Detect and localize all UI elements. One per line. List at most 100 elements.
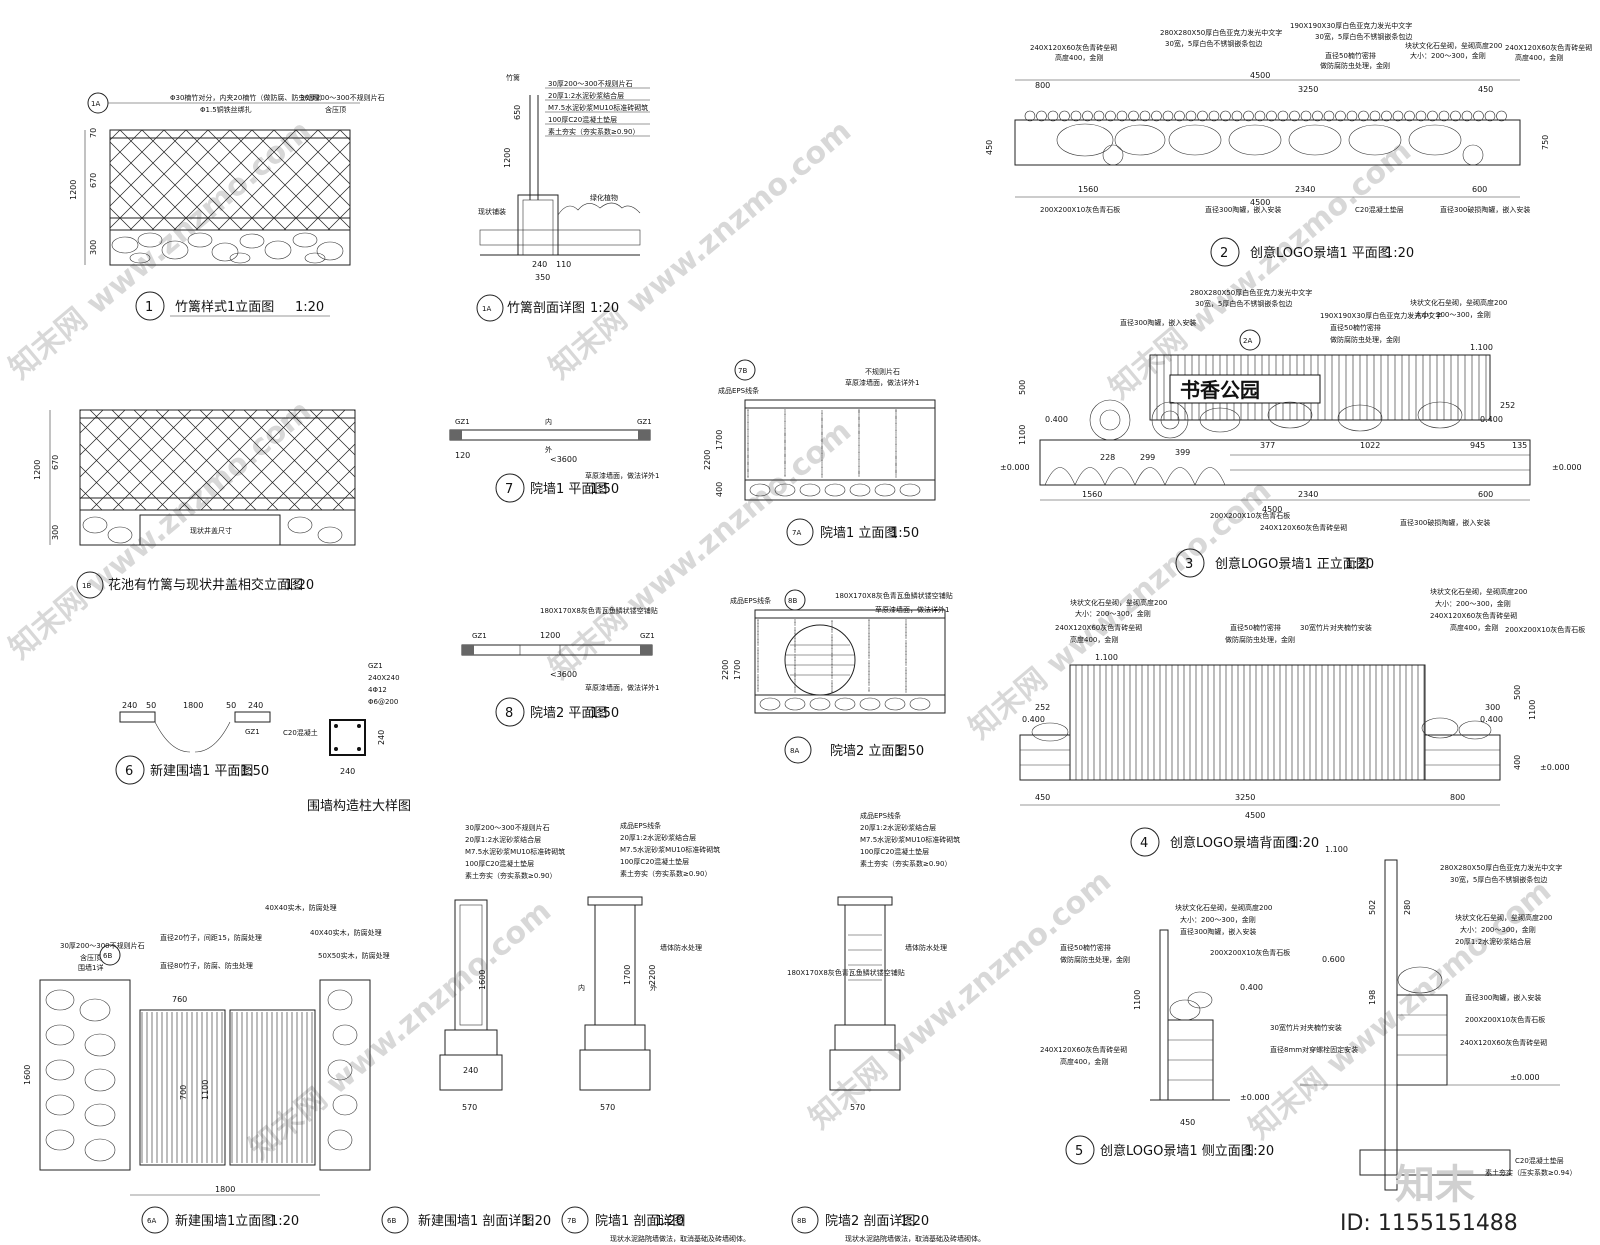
stipple-dot (784, 418, 786, 420)
bamboo-fence-elevation-1b: 现状井盖尺寸 1200 670 300 1B 花池有竹篱与现状井盖相交立面图 1… (33, 409, 356, 599)
stipple-dot (831, 680, 833, 682)
stipple-dot (821, 464, 823, 466)
note-eps: 成品EPS线条 (730, 596, 771, 605)
stipple-dot (895, 416, 897, 418)
stipple-dot (747, 447, 749, 449)
hatch-line (261, 141, 351, 231)
stipple-dot (784, 449, 786, 451)
stipple-dot (831, 655, 833, 657)
stipple-dot (747, 456, 749, 458)
stipple-dot (821, 439, 823, 441)
layer-note: 20厚1:2水泥砂浆结合层 (465, 835, 541, 844)
stipple-dot (831, 621, 833, 623)
view-title: 创意LOGO景墙1 平面图 (1250, 245, 1391, 261)
dim-label: 399 (1175, 448, 1190, 457)
stipple-dot (895, 451, 897, 453)
hatch-line (287, 409, 356, 478)
dim-label: 1100 (201, 1080, 210, 1100)
stipple-dot (858, 418, 860, 420)
view-number-circle (786, 518, 814, 546)
dim-label: 2200 (721, 660, 730, 680)
dim-label: 1700 (733, 660, 742, 680)
bamboo-cross-section (1220, 110, 1231, 122)
stipple-dot (905, 623, 907, 625)
hatch-line (178, 409, 280, 511)
note-logo: 190X190X30厚白色亚克力发光中文字 (1320, 311, 1442, 320)
hatch-line (243, 409, 345, 511)
stipple-dot (831, 628, 833, 630)
stipple-dot (831, 645, 833, 647)
stipple-dot (821, 453, 823, 455)
side-label: 内 (545, 417, 552, 426)
note-logo: 直径300破损陶罐，嵌入安装 (1400, 518, 1490, 527)
note-stone: 30厚200～300不规则片石 (60, 941, 145, 950)
stipple-dot (905, 645, 907, 647)
stipple-dot (905, 646, 907, 648)
hatch-line (90, 409, 192, 511)
stipple-dot (794, 676, 796, 678)
hatch-line (79, 421, 169, 511)
stipple-dot (858, 454, 860, 456)
dim-label: 299 (1140, 453, 1155, 462)
stipple-dot (821, 476, 823, 478)
stipple-dot (858, 433, 860, 435)
dim-label: 670 (89, 173, 98, 188)
stipple-dot (858, 412, 860, 414)
stipple-dot (794, 668, 796, 670)
stipple-dot (831, 672, 833, 674)
hatch-line (310, 465, 356, 511)
stipple-dot (821, 422, 823, 424)
layer-note: 30厚200～300不规则片石 (465, 823, 550, 832)
stipple-dot (747, 459, 749, 461)
stipple-dot (757, 671, 759, 673)
stipple-dot (895, 417, 897, 419)
stipple-dot (747, 414, 749, 416)
stipple-dot (747, 468, 749, 470)
dim-label: <3600 (550, 670, 577, 679)
stipple-dot (747, 473, 749, 475)
stipple-dot (784, 470, 786, 472)
hatch-line (89, 409, 191, 511)
stipple-dot (784, 409, 786, 411)
stipple-dot (747, 457, 749, 459)
view-number: 7 (505, 482, 513, 497)
stipple-dot (868, 662, 870, 664)
stipple-dot (831, 663, 833, 665)
stipple-dot (821, 455, 823, 457)
stipple-dot (868, 663, 870, 665)
stipple-dot (895, 413, 897, 415)
stipple-dot (794, 641, 796, 643)
stipple-dot (895, 460, 897, 462)
stipple-dot (794, 665, 796, 667)
stipple-dot (831, 653, 833, 655)
stipple-dot (868, 657, 870, 659)
stipple-dot (757, 687, 759, 689)
note-paint: 草原漆墙面，做法详外1 (845, 378, 919, 387)
stipple-dot (794, 659, 796, 661)
section-6b: 1600 240 570 30厚200～300不规则片石 20厚1:2水泥砂浆结… (381, 823, 565, 1234)
layer-note: M7.5水泥砂浆MU10标准砖砌筑 (860, 835, 960, 844)
note-logo: 240X120X60灰色青砖垒砌 (1430, 611, 1517, 620)
note-waterproof: 墙体防水处理 (660, 943, 702, 952)
stipple-dot (794, 621, 796, 623)
stipple-dot (757, 622, 759, 624)
dim-label: 502 (1368, 900, 1377, 915)
hatch-line (109, 163, 177, 231)
bamboo-cross-section (1335, 110, 1346, 122)
dim-label: 120 (455, 451, 470, 460)
stipple-dot (858, 452, 860, 454)
note-bamboo: 竹篱 (506, 73, 520, 82)
hatch-line (79, 465, 125, 511)
stipple-dot (868, 635, 870, 637)
note-logo: 30宽竹片对夹楠竹安装 (1300, 623, 1372, 632)
stipple-dot (858, 473, 860, 475)
stipple-dot (794, 689, 796, 691)
stipple-dot (905, 664, 907, 666)
bamboo-cross-section (1070, 110, 1082, 122)
stipple-dot (895, 467, 897, 469)
dim-label: 2340 (1298, 490, 1318, 499)
view-scale: 1:20 (590, 301, 619, 316)
layer-note: 素土夯实（夯实系数≥0.90） (465, 871, 556, 880)
stipple-dot (831, 631, 833, 633)
stipple-dot (821, 446, 823, 448)
